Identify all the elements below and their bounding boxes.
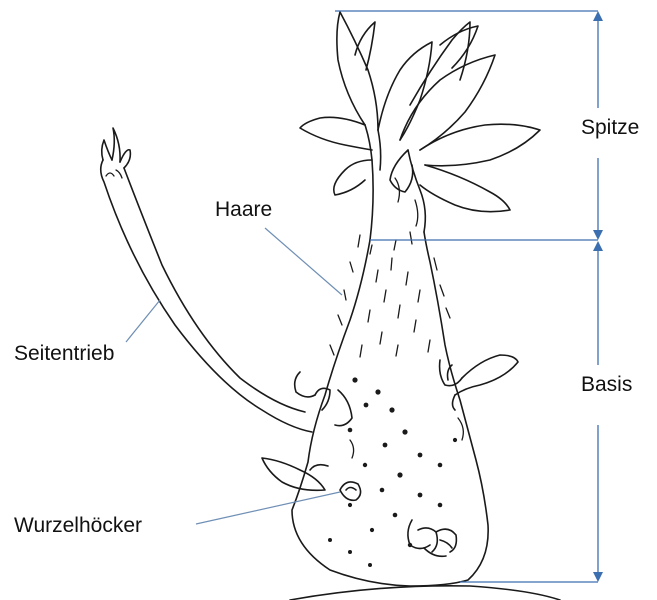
label-basis: Basis bbox=[581, 374, 632, 395]
label-seitentrieb: Seitentrieb bbox=[14, 343, 114, 364]
seitentrieb-leader-line bbox=[126, 300, 160, 342]
arrowhead bbox=[593, 572, 603, 582]
wurzelhoecker-leader-line bbox=[196, 492, 340, 524]
arrowhead bbox=[593, 230, 603, 240]
arrowhead bbox=[593, 11, 603, 21]
tuber-body bbox=[292, 125, 488, 586]
arrowhead bbox=[593, 241, 603, 251]
ground-line bbox=[290, 586, 560, 600]
haare-leader-line bbox=[265, 228, 342, 295]
label-haare: Haare bbox=[215, 199, 272, 220]
side-shoot bbox=[101, 128, 312, 432]
label-wurzelhoecker: Wurzelhöcker bbox=[14, 515, 142, 536]
label-spitze: Spitze bbox=[581, 117, 639, 138]
hairs bbox=[330, 232, 450, 357]
leader-lines bbox=[126, 228, 342, 524]
side-sprouts bbox=[262, 355, 518, 556]
tip-leaves bbox=[300, 12, 540, 226]
